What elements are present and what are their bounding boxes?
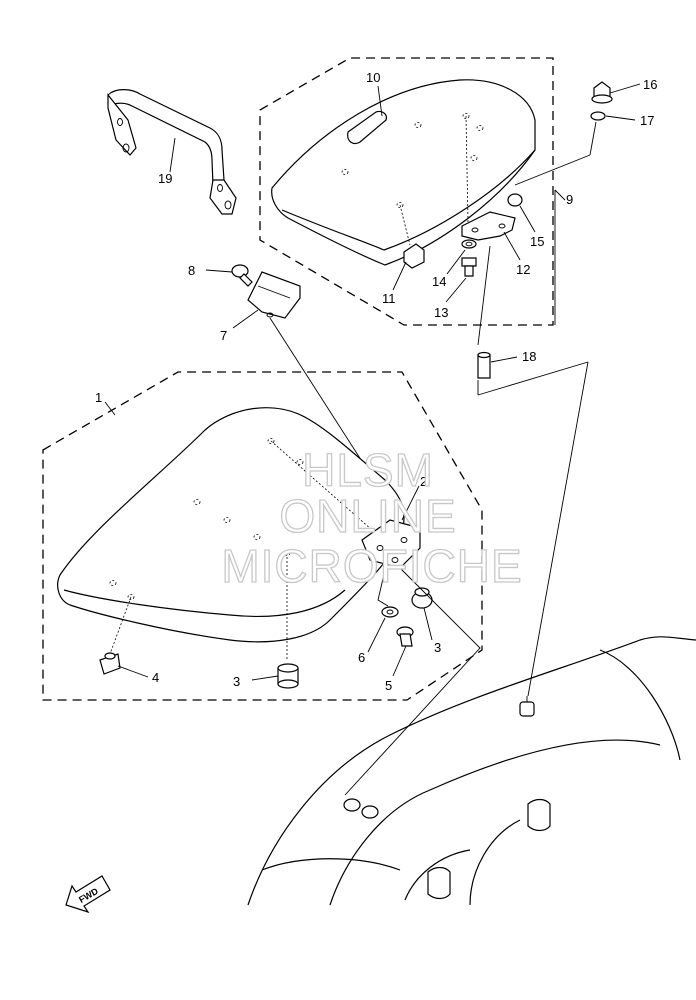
watermark: HLSM ONLINE MICROFICHE [221, 443, 523, 592]
bracket-2 [361, 519, 421, 569]
leader-18-b [527, 361, 589, 697]
callout-13: 13 [434, 305, 448, 320]
watermark-line-3: MICROFICHE [221, 540, 522, 592]
callout-6: 6 [358, 650, 365, 665]
callout-5: 5 [385, 678, 392, 693]
leader-2-6 [377, 565, 389, 607]
callout-2: 2 [420, 474, 427, 489]
washer-17 [590, 111, 606, 121]
passenger-seat [271, 79, 536, 266]
callout-14: 14 [432, 274, 446, 289]
leader-18-a [477, 361, 589, 396]
bracket-12 [461, 211, 516, 241]
group-outline-passenger-seat [259, 57, 554, 326]
group-outline-rider-seat [42, 371, 483, 701]
callout-12: 12 [516, 262, 530, 277]
leader-12-18 [477, 245, 491, 346]
callout-18: 18 [522, 349, 536, 364]
watermark-line-2: ONLINE [279, 490, 456, 542]
callout-4: 4 [152, 670, 159, 685]
nut-16 [591, 81, 613, 104]
callout-8: 8 [188, 263, 195, 278]
leader-17-15 [514, 154, 591, 186]
fwd-arrow-icon: FWD [65, 875, 111, 914]
grab-bar [107, 89, 237, 215]
leader-2-fender [344, 567, 481, 796]
callout-16: 16 [643, 77, 657, 92]
callout-9: 9 [566, 192, 573, 207]
callout-11: 11 [382, 291, 396, 306]
callout-1: 1 [95, 390, 102, 405]
callout-15: 15 [530, 234, 544, 249]
washer-6 [381, 606, 399, 618]
damper-4 [99, 652, 121, 675]
callout-3-left: 3 [233, 674, 240, 689]
callout-3-right: 3 [434, 640, 441, 655]
spacer-18 [477, 351, 491, 379]
callout-19: 19 [158, 171, 172, 186]
bracket-7 [247, 271, 301, 319]
callout-10: 10 [366, 70, 380, 85]
bolt-5 [396, 626, 414, 647]
seat-damper-11 [403, 243, 425, 269]
rear-fender [247, 636, 696, 906]
callout-7: 7 [220, 328, 227, 343]
washer-14 [461, 239, 477, 249]
bolt-13 [461, 257, 477, 277]
bolt-8 [231, 264, 253, 287]
callout-labels: 1 2 3 3 4 5 6 7 8 9 10 11 12 13 14 15 16… [95, 70, 657, 693]
damper-3-left [277, 663, 299, 689]
leader-17-down [589, 121, 597, 156]
rider-seat [57, 407, 405, 660]
callout-17: 17 [640, 113, 654, 128]
callout-leaders [104, 83, 641, 681]
watermark-line-1: HLSM [302, 444, 434, 496]
grommet-15 [507, 193, 523, 207]
